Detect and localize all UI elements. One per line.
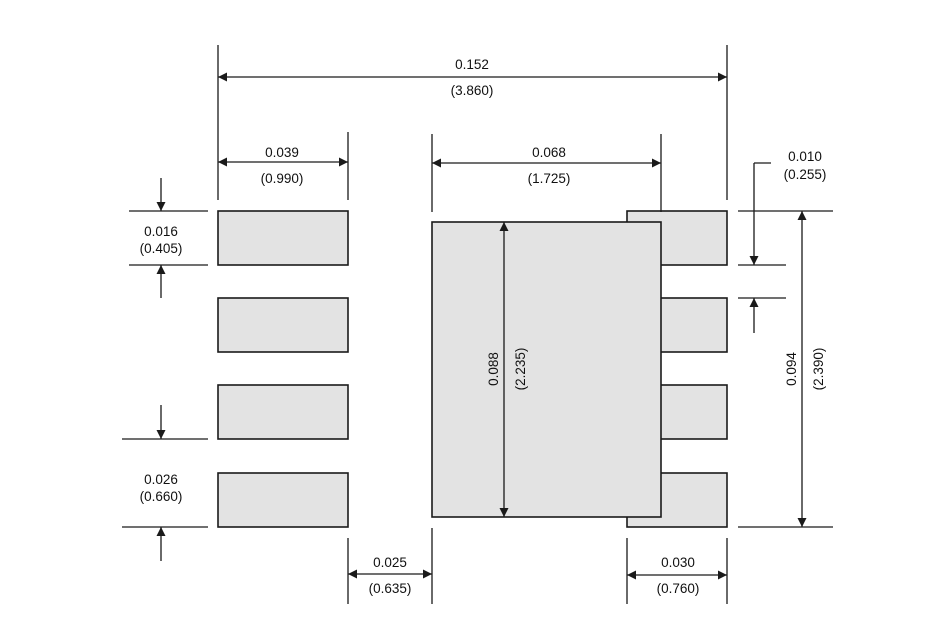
dim-pad-to-thermal-gap: 0.025 (0.635) xyxy=(347,528,433,604)
dim-thermal-pad-height: 0.088 (2.235) xyxy=(486,222,528,517)
pad-to-thermal-gap-mm: (0.635) xyxy=(369,581,412,596)
side-gap-inch: 0.010 xyxy=(788,149,822,164)
pad-width-inch: 0.016 xyxy=(144,224,178,239)
overall-height-inch: 0.094 xyxy=(784,352,799,386)
thermal-pad-width-inch: 0.068 xyxy=(532,145,566,160)
overall-width-mm: (3.860) xyxy=(451,83,494,98)
left-pad-2 xyxy=(217,297,349,353)
side-gap-mm: (0.255) xyxy=(784,167,827,182)
pad-length-mm: (0.990) xyxy=(261,171,304,186)
overall-height-mm: (2.390) xyxy=(811,348,826,391)
thermal-pad xyxy=(431,221,662,518)
dim-pitch: 0.026 (0.660) xyxy=(122,405,208,561)
dim-overall-height: 0.094 (2.390) xyxy=(738,210,833,528)
dim-thermal-pad-width: 0.068 (1.725) xyxy=(431,134,662,212)
left-pad-4 xyxy=(217,472,349,528)
thermal-pad-width-mm: (1.725) xyxy=(528,171,571,186)
dim-side-gap: 0.010 (0.255) xyxy=(738,149,826,333)
pad-length-inch: 0.039 xyxy=(265,145,299,160)
dim-overall-width: 0.152 (3.860) xyxy=(217,45,728,200)
dim-pad-width: 0.016 (0.405) xyxy=(129,178,208,298)
right-pad-length-mm: (0.760) xyxy=(657,581,700,596)
right-pad-length-inch: 0.030 xyxy=(661,555,695,570)
pad-width-mm: (0.405) xyxy=(140,241,183,256)
pitch-mm: (0.660) xyxy=(140,489,183,504)
dim-right-pad-length: 0.030 (0.760) xyxy=(626,538,728,604)
overall-width-inch: 0.152 xyxy=(455,57,489,72)
thermal-pad-height-mm: (2.235) xyxy=(513,348,528,391)
thermal-pad-height-inch: 0.088 xyxy=(486,352,501,386)
left-pad-3 xyxy=(217,384,349,440)
pad-to-thermal-gap-inch: 0.025 xyxy=(373,555,407,570)
pitch-inch: 0.026 xyxy=(144,472,178,487)
dim-pad-length: 0.039 (0.990) xyxy=(218,132,349,200)
left-pad-1 xyxy=(217,210,349,266)
